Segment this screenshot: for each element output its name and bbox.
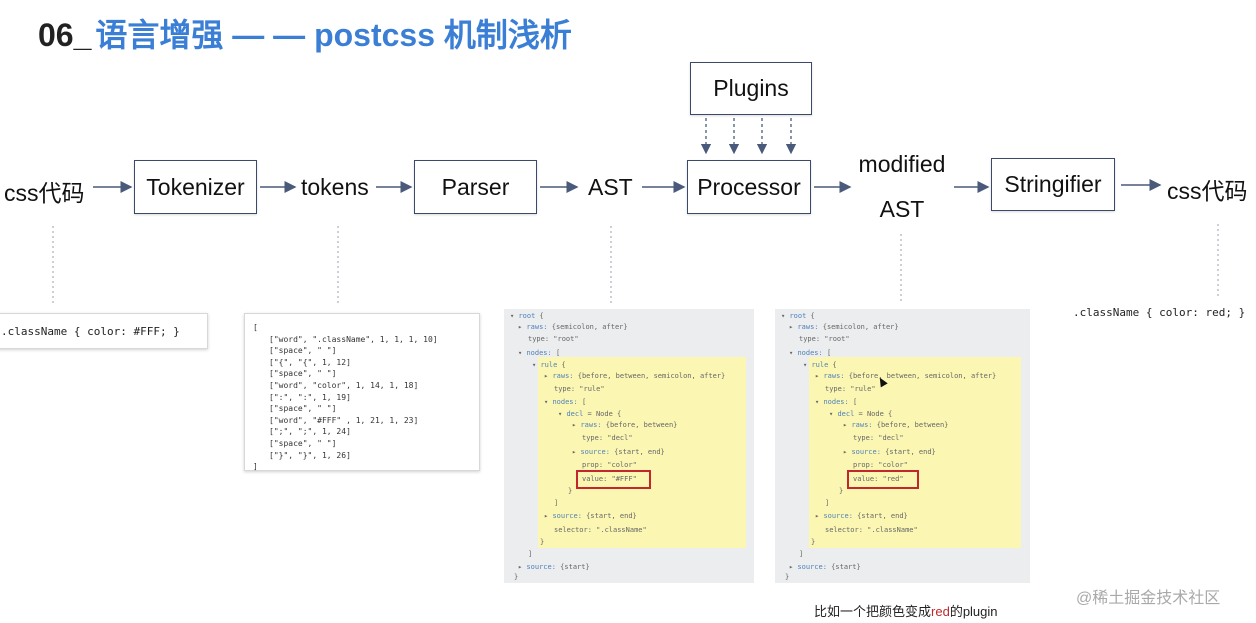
ast-root-key: root xyxy=(789,312,807,320)
css-output-code: .className { color: red; } xyxy=(1073,306,1246,319)
token-row: ["word", "#FFF" , 1, 21, 1, 23] xyxy=(269,415,419,425)
slide-number: 06_ xyxy=(38,17,92,53)
ast-decl-raws-value: {before, between} xyxy=(876,421,949,429)
ast-source-key: source: xyxy=(580,448,610,456)
slide-title: 06_语言增强 — — postcss 机制浅析 xyxy=(38,10,572,56)
ast-raws-value: {semicolon, after} xyxy=(551,323,628,331)
ast-rule-source-key: source: xyxy=(823,512,853,520)
parser-box: Parser xyxy=(414,160,537,214)
ast-raws-key: raws: xyxy=(797,323,819,331)
ast-tree-panel: ▾ root { ▸ raws: {semicolon, after} type… xyxy=(504,309,754,583)
modified-ast-tree-panel: ▾ root { ▸ raws: {semicolon, after} type… xyxy=(775,309,1030,583)
plugin-caption: 比如一个把颜色变成red的plugin xyxy=(814,601,998,620)
token-row: ["word", ".className", 1, 1, 1, 10] xyxy=(269,334,438,344)
ast-rule-source-value: {start, end} xyxy=(586,512,637,520)
processor-box: Processor xyxy=(687,160,811,214)
ast-root-source-value: {start} xyxy=(560,563,590,571)
ast-prop: prop: "color" xyxy=(853,461,908,469)
tokenizer-box: Tokenizer xyxy=(134,160,257,214)
tokens-close-bracket: ] xyxy=(253,462,258,472)
css-input-panel: .className { color: #FFF; } xyxy=(0,313,208,349)
tokens-label: tokens xyxy=(301,174,369,200)
caption-suffix: 的plugin xyxy=(949,604,998,619)
ast-type-rule: type: "rule" xyxy=(825,385,876,393)
ast-rule-source-value: {start, end} xyxy=(857,512,908,520)
caption-highlight: red xyxy=(931,604,950,619)
ast-type-decl: type: "decl" xyxy=(582,434,633,442)
token-row: ["space", " "] xyxy=(269,404,337,414)
ast-decl-key: decl xyxy=(566,410,584,418)
ast-decl-key: decl xyxy=(837,410,855,418)
ast-source-key: source: xyxy=(851,448,881,456)
ast-selector: selector: ".className" xyxy=(554,526,647,534)
ast-prop: prop: "color" xyxy=(582,461,637,469)
ast-root-source-key: source: xyxy=(526,563,556,571)
caption-prefix: 比如一个把颜色变成 xyxy=(814,604,932,619)
token-row: ["space", " "] xyxy=(269,346,337,356)
token-row: ["}", "}", 1, 26] xyxy=(269,450,351,460)
ast-selector: selector: ".className" xyxy=(825,526,918,534)
rule-highlight xyxy=(809,357,1021,548)
ast-source-value: {start, end} xyxy=(885,448,936,456)
ast-value-before: value: "#FFF" xyxy=(582,475,637,483)
ast-rule-source-key: source: xyxy=(552,512,582,520)
ast-decl-tag: = Node { xyxy=(587,410,622,418)
ast-raws-key: raws: xyxy=(526,323,548,331)
ast-rule-raws-value: {before, between, semicolon, after} xyxy=(848,372,997,380)
plugins-box: Plugins xyxy=(690,62,812,115)
token-row: [";", ";", 1, 24] xyxy=(269,427,351,437)
ast-type-rule: type: "rule" xyxy=(554,385,605,393)
ast-root-source-key: source: xyxy=(797,563,827,571)
css-input-label: css代码 xyxy=(4,180,85,206)
css-input-code: .className { color: #FFF; } xyxy=(1,325,180,338)
ast-root-key: root xyxy=(518,312,536,320)
ast-label: AST xyxy=(588,174,633,200)
ast-nodes-key: nodes: xyxy=(526,349,552,357)
modified-ast-label-line1: modified xyxy=(858,151,946,177)
ast-type-root: type: "root" xyxy=(528,335,579,343)
value-highlight-box xyxy=(847,470,919,489)
ast-decl-raws-value: {before, between} xyxy=(605,421,678,429)
ast-raws-value: {semicolon, after} xyxy=(822,323,899,331)
ast-source-value: {start, end} xyxy=(614,448,665,456)
token-row: ["{", "{", 1, 12] xyxy=(269,357,351,367)
token-row: ["space", " "] xyxy=(269,438,337,448)
token-row: [":", ":", 1, 19] xyxy=(269,392,351,402)
ast-rule-key: rule xyxy=(540,361,558,369)
slide-heading: 语言增强 — — postcss 机制浅析 xyxy=(95,17,572,53)
tokens-open-bracket: [ xyxy=(253,323,258,332)
ast-root-source-value: {start} xyxy=(831,563,861,571)
css-output-label: css代码 xyxy=(1167,178,1248,204)
ast-value-after: value: "red" xyxy=(853,475,904,483)
stringifier-box: Stringifier xyxy=(991,158,1115,211)
ast-rule-key: rule xyxy=(811,361,829,369)
watermark: @稀土掘金技术社区 xyxy=(1076,590,1221,607)
ast-nodes-key: nodes: xyxy=(797,349,823,357)
value-highlight-box xyxy=(576,470,651,489)
modified-ast-label-line2: AST xyxy=(879,196,925,222)
token-row: ["word", "color", 1, 14, 1, 18] xyxy=(269,380,419,390)
token-row: ["space", " "] xyxy=(269,369,337,379)
ast-type-root: type: "root" xyxy=(799,335,850,343)
ast-rule-raws-value: {before, between, semicolon, after} xyxy=(577,372,726,380)
ast-decl-tag: = Node { xyxy=(858,410,893,418)
rule-highlight xyxy=(538,357,746,548)
ast-type-decl: type: "decl" xyxy=(853,434,904,442)
tokens-panel: [ ["word", ".className", 1, 1, 1, 10] ["… xyxy=(244,313,480,471)
